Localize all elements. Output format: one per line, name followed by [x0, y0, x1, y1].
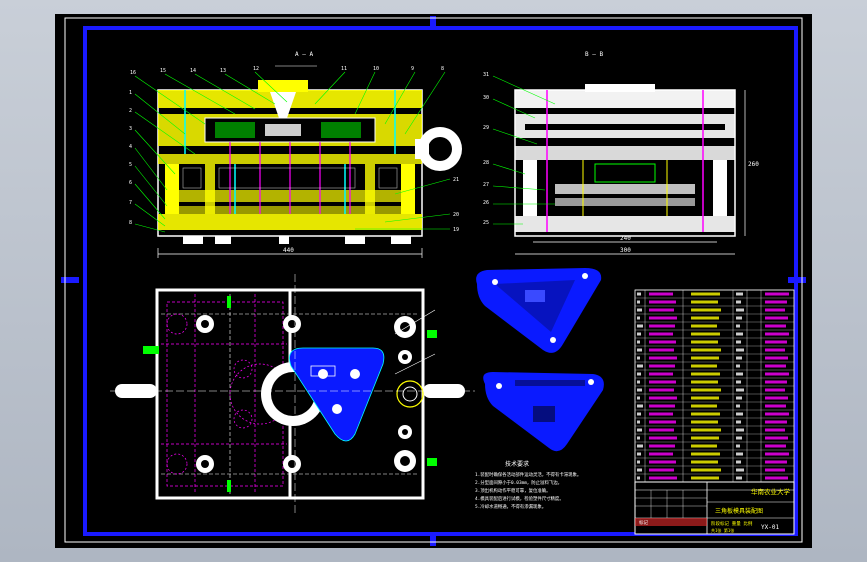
svg-text:29: 29 — [483, 125, 489, 131]
svg-text:11: 11 — [341, 66, 347, 72]
svg-text:4: 4 — [129, 144, 132, 150]
outer-border — [64, 17, 803, 543]
technical-notes: 技术要求 1.装配时确保各活动部件运动灵活，不得有卡滞现象。 2.分型面间隙小于… — [475, 460, 581, 510]
section-label-left: A — A — [295, 51, 313, 58]
tb-sheet: 共1张 第1张 — [711, 527, 734, 533]
svg-text:31: 31 — [483, 72, 489, 78]
title-block: 标记 华南农业大学 三角板模具装配图 阶段标记 重量 比例 YX-01 共1张 … — [634, 481, 795, 535]
svg-text:2: 2 — [129, 108, 132, 114]
tb-school: 华南农业大学 — [751, 487, 791, 496]
tb-mid-label: 阶段标记 重量 比例 — [711, 520, 753, 527]
drawing-frame — [83, 26, 798, 536]
assembly-drawing: A — A — [61, 16, 806, 546]
plan-view — [110, 274, 475, 514]
svg-text:16: 16 — [130, 70, 136, 76]
svg-text:25: 25 — [483, 220, 489, 226]
tb-title: 三角板模具装配图 — [715, 507, 763, 515]
svg-text:13: 13 — [220, 68, 226, 74]
dim-right-inner: 240 — [620, 235, 631, 242]
drawing-sheet: A — A — [55, 14, 812, 548]
svg-text:9: 9 — [411, 66, 414, 72]
svg-text:3: 3 — [129, 126, 132, 132]
svg-text:28: 28 — [483, 160, 489, 166]
svg-text:20: 20 — [453, 212, 459, 218]
tb-drawing-no: YX-01 — [761, 524, 779, 531]
svg-text:21: 21 — [453, 177, 459, 183]
note-3: 3.顶出机构动作平稳可靠，复位准确。 — [475, 487, 551, 494]
svg-text:27: 27 — [483, 182, 489, 188]
svg-text:7: 7 — [129, 200, 132, 206]
tb-left-label: 标记 — [639, 519, 648, 526]
notes-title: 技术要求 — [505, 460, 529, 468]
svg-text:15: 15 — [160, 68, 166, 74]
svg-text:10: 10 — [373, 66, 379, 72]
svg-text:8: 8 — [129, 220, 132, 226]
note-4: 4.模具装配后进行试模，检验塑件尺寸精度。 — [475, 495, 564, 502]
svg-text:12: 12 — [253, 66, 259, 72]
svg-text:19: 19 — [453, 227, 459, 233]
note-2: 2.分型面间隙小于0.03mm，防止溢料飞边。 — [475, 479, 562, 486]
svg-text:6: 6 — [129, 180, 132, 186]
section-label-right: B — B — [585, 51, 603, 58]
svg-text:30: 30 — [483, 95, 489, 101]
section-view-right: 31 30 29 28 27 26 25 240 300 260 — [483, 72, 759, 255]
note-1: 1.装配时确保各活动部件运动灵活，不得有卡滞现象。 — [475, 471, 581, 478]
note-5: 5.冷却水道畅通，不得有渗漏现象。 — [475, 503, 546, 510]
svg-text:5: 5 — [129, 162, 132, 168]
svg-text:1: 1 — [129, 90, 132, 96]
part-3d-bottom — [483, 372, 604, 452]
dim-overall-width: 440 — [283, 247, 294, 254]
svg-text:26: 26 — [483, 200, 489, 206]
dim-right-height: 260 — [748, 161, 759, 168]
svg-text:8: 8 — [441, 66, 444, 72]
dim-right-width: 300 — [620, 247, 631, 254]
parts-list — [634, 289, 795, 483]
part-3d-top — [476, 268, 602, 353]
svg-text:14: 14 — [190, 68, 196, 74]
